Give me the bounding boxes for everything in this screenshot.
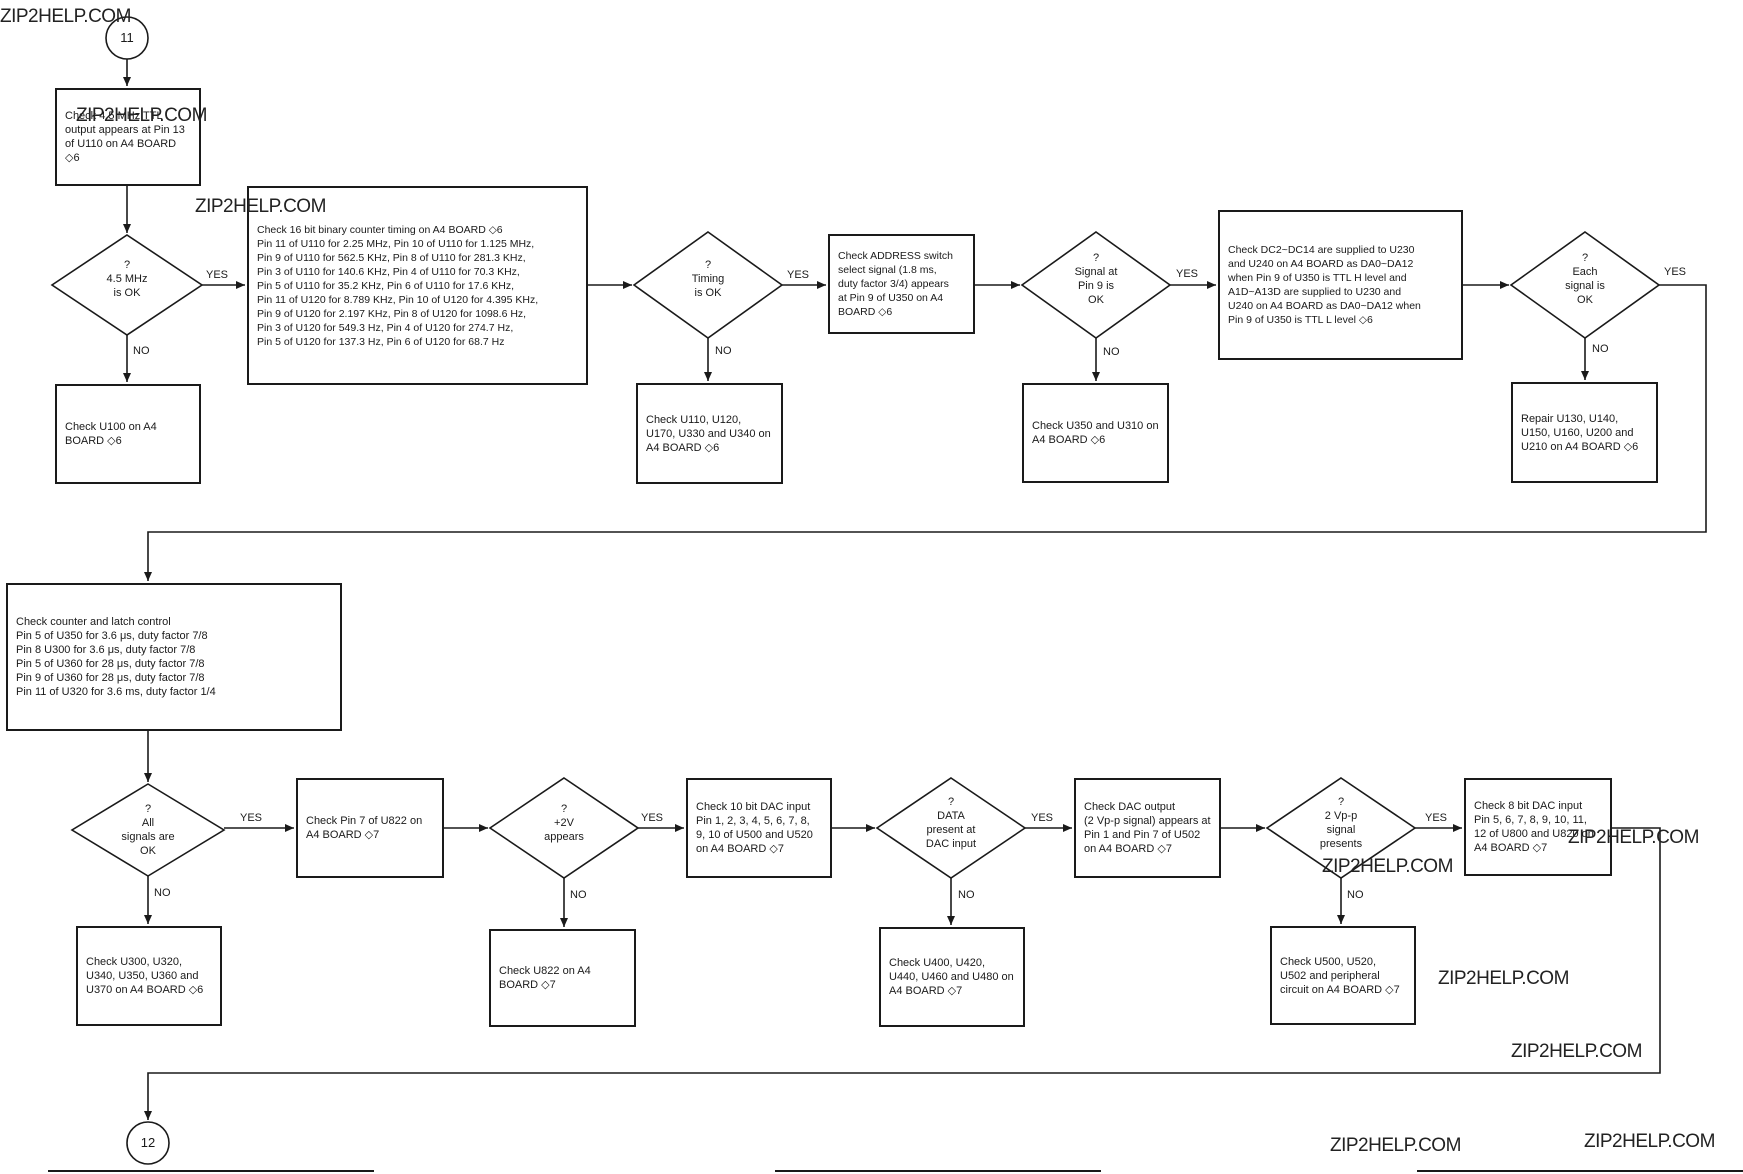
process-text-b3: Check ADDRESS switch select signal (1.8 … [838,250,953,318]
process-text-b9: Check counter and latch control Pin 5 of… [16,616,216,698]
connector-label-end: 12 [140,1135,156,1150]
process-box-b3: Check ADDRESS switch select signal (1.8 … [828,234,975,334]
process-text-b1: Check 4.5 MHz TTL output appears at Pin … [65,110,185,164]
watermark-6: ZIP2HELP.COM [1438,968,1569,989]
yes-label-d6: YES [641,812,664,824]
decision-text-d3: ? Signal at Pin 9 is OK [1074,252,1118,306]
process-text-b12: Check DAC output (2 Vp-p signal) appears… [1084,801,1211,855]
no-label-d4: NO [1592,343,1609,355]
decision-text-d6: ? +2V appears [544,803,584,843]
process-box-b5: Check U100 on A4 BOARD ◇6 [55,384,201,484]
process-text-b17: Check U500, U520, U502 and peripheral ci… [1280,955,1400,996]
process-text-b8: Repair U130, U140, U150, U160, U200 and … [1521,412,1639,453]
decision-text-d8: ? 2 Vp-p signal presents [1319,796,1363,850]
decision-text-d4: ? Each signal is OK [1565,252,1605,306]
process-box-b12: Check DAC output (2 Vp-p signal) appears… [1074,778,1221,878]
decision-text-d5: ? All signals are OK [121,803,175,857]
no-label-d5: NO [154,887,171,899]
process-box-b13: Check 8 bit DAC input Pin 5, 6, 7, 8, 9,… [1464,778,1612,876]
process-box-b1: Check 4.5 MHz TTL output appears at Pin … [55,88,201,186]
process-text-b5: Check U100 on A4 BOARD ◇6 [65,421,157,447]
process-box-b15: Check U822 on A4 BOARD ◇7 [489,929,636,1027]
process-text-b6: Check U110, U120, U170, U330 and U340 on… [646,413,771,454]
watermark-3: ZIP2HELP.COM [195,196,326,217]
process-box-b7: Check U350 and U310 on A4 BOARD ◇6 [1022,383,1169,483]
yes-label-d2: YES [787,269,810,281]
no-label-d6: NO [570,889,587,901]
process-box-b17: Check U500, U520, U502 and peripheral ci… [1270,926,1416,1025]
no-label-d8: NO [1347,889,1364,901]
process-box-b9: Check counter and latch control Pin 5 of… [6,583,342,731]
watermark-8: ZIP2HELP.COM [1330,1135,1461,1156]
process-text-b16: Check U400, U420, U440, U460 and U480 on… [889,957,1014,997]
decision-text-d7: ? DATA present at DAC input [925,796,977,850]
yes-label-d5: YES [240,812,263,824]
no-label-d7: NO [958,889,975,901]
watermark-5: ZIP2HELP.COM [1322,856,1453,877]
no-label-d3: NO [1103,346,1120,358]
process-box-b11: Check 10 bit DAC input Pin 1, 2, 3, 4, 5… [686,778,832,878]
yes-label-d3: YES [1176,268,1199,280]
process-box-b6: Check U110, U120, U170, U330 and U340 on… [636,383,783,484]
watermark-7: ZIP2HELP.COM [1511,1041,1642,1062]
process-box-b2: Check 16 bit binary counter timing on A4… [247,186,588,385]
process-text-b11: Check 10 bit DAC input Pin 1, 2, 3, 4, 5… [696,801,813,855]
yes-label-d8: YES [1425,812,1448,824]
process-text-b13: Check 8 bit DAC input Pin 5, 6, 7, 8, 9,… [1474,800,1594,854]
watermark-4: ZIP2HELP.COM [1568,827,1699,848]
process-text-b15: Check U822 on A4 BOARD ◇7 [499,965,591,991]
process-text-b7: Check U350 and U310 on A4 BOARD ◇6 [1032,420,1159,446]
yes-label-d7: YES [1031,812,1054,824]
process-box-b14: Check U300, U320, U340, U350, U360 and U… [76,926,222,1026]
yes-label-d1: YES [206,269,229,281]
process-box-b16: Check U400, U420, U440, U460 and U480 on… [879,927,1025,1027]
no-label-d2: NO [715,345,732,357]
decision-text-d2: ? Timing is OK [691,259,725,299]
process-text-b10: Check Pin 7 of U822 on A4 BOARD ◇7 [306,815,423,841]
decision-text-d1: ? 4.5 MHz is OK [106,259,148,299]
process-box-b10: Check Pin 7 of U822 on A4 BOARD ◇7 [296,778,444,878]
process-text-b4: Check DC2~DC14 are supplied to U230 and … [1228,244,1421,326]
connector-circle-end [126,1121,170,1165]
watermark-2: ZIP2HELP.COM [76,105,207,126]
process-box-b4: Check DC2~DC14 are supplied to U230 and … [1218,210,1463,360]
connector-label-start: 11 [120,30,134,45]
process-text-b14: Check U300, U320, U340, U350, U360 and U… [86,956,204,996]
process-text-b2: Check 16 bit binary counter timing on A4… [257,223,539,348]
yes-label-d4: YES [1664,266,1687,278]
process-box-b8: Repair U130, U140, U150, U160, U200 and … [1511,382,1658,483]
watermark-9: ZIP2HELP.COM [1584,1131,1715,1152]
watermark-1: ZIP2HELP.COM [0,6,131,27]
no-label-d1: NO [133,345,150,357]
